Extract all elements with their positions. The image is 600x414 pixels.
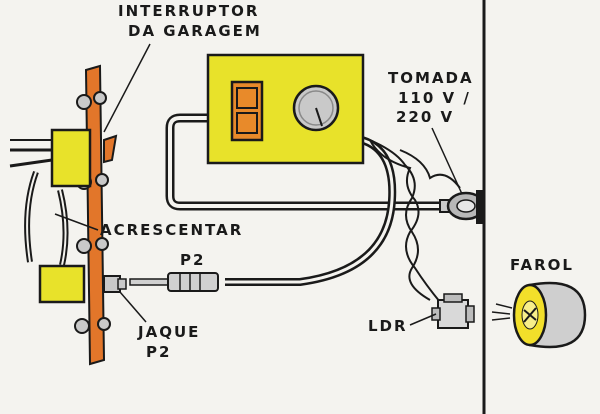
leader-outlet [431, 127, 463, 195]
cable-ldr-b [369, 139, 441, 303]
label-outlet-line3: 220 V [396, 108, 455, 126]
label-switch-line2: DA GARAGEM [128, 22, 262, 40]
label-outlet-line2: 110 V / [398, 89, 471, 107]
label-switch-line1: INTERRUPTOR [118, 2, 260, 20]
leader-switch [103, 43, 151, 133]
leader-add [54, 213, 99, 231]
garage-switch [50, 128, 118, 188]
power-plug [439, 190, 486, 224]
garage-panel [74, 64, 111, 366]
label-add: ACRESCENTAR [100, 221, 244, 239]
label-outlet-line1: TOMADA [388, 69, 474, 87]
p2-plug [129, 272, 219, 292]
label-lamp: FAROL [510, 256, 574, 274]
label-ldr: LDR [368, 317, 408, 335]
lamp [491, 281, 587, 349]
label-plug: P2 [180, 251, 206, 269]
leader-ldr [409, 313, 437, 326]
ldr-sensor [431, 293, 475, 329]
label-jack-line2: P2 [146, 343, 172, 361]
label-jack-line1: JAQUE [138, 323, 201, 341]
leader-jack [119, 291, 147, 323]
cable-ldr-a [364, 137, 431, 301]
jack-p2 [38, 264, 127, 304]
